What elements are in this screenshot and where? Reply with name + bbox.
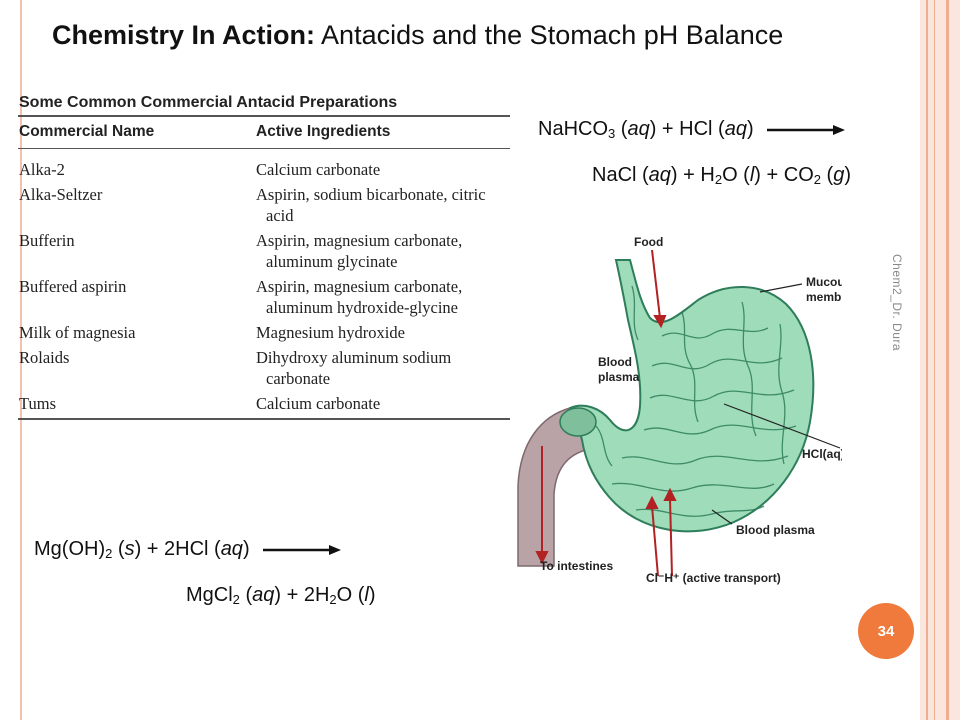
- left-frame-line: [20, 0, 22, 720]
- title-rest: Antacids and the Stomach pH Balance: [315, 20, 784, 50]
- pylorus: [559, 407, 597, 437]
- table-row: Rolaids Dihydroxy aluminum sodium carbon…: [18, 347, 510, 389]
- row-ingredients: Magnesium hydroxide: [256, 323, 405, 342]
- row-name: Rolaids: [19, 348, 70, 367]
- flow-arrows: [535, 249, 677, 577]
- table-caption: Some Common Commercial Antacid Preparati…: [18, 92, 510, 117]
- right-frame-band: [920, 0, 960, 720]
- nahco3-equation-reactants: NaHCO3 (aq) + HCl (aq): [538, 118, 846, 141]
- reaction-arrow-icon: [767, 124, 846, 135]
- label-blood: Blood: [598, 355, 632, 369]
- leader-lines: [711, 283, 841, 525]
- row-ingredients: Aspirin, magnesium carbonate, aluminum g…: [256, 231, 463, 271]
- label-hcl: HCl(aq): [802, 447, 842, 461]
- page-number-badge: 34: [858, 603, 914, 659]
- row-name: Tums: [19, 394, 57, 413]
- table-row: Bufferin Aspirin, magnesium carbonate, a…: [18, 230, 510, 272]
- header-commercial-name: Commercial Name: [19, 123, 155, 140]
- title-bold: Chemistry In Action:: [52, 20, 316, 50]
- row-ingredients: Dihydroxy aluminum sodium carbonate: [256, 348, 452, 388]
- antacid-table: Some Common Commercial Antacid Preparati…: [18, 92, 510, 420]
- mgoh2-equation-products: MgCl2 (aq) + 2H2O (l): [186, 584, 376, 607]
- table-row: Buffered aspirin Aspirin, magnesium carb…: [18, 276, 510, 318]
- label-membrane: membrane: [806, 290, 842, 304]
- row-ingredients: Aspirin, magnesium carbonate, aluminum h…: [256, 277, 463, 317]
- label-ions: Cl⁻H⁺ (active transport): [646, 571, 781, 585]
- label-food: Food: [634, 235, 663, 249]
- label-to-intestines: To intestines: [540, 559, 613, 573]
- table-row: Alka-2 Calcium carbonate: [18, 159, 510, 180]
- row-ingredients: Calcium carbonate: [256, 160, 381, 179]
- table-row: Tums Calcium carbonate: [18, 393, 510, 414]
- author-credit: Chem2_Dr. Dura: [890, 254, 904, 352]
- intestine-shape: [517, 407, 596, 567]
- table-bottom-rule: [18, 418, 510, 420]
- row-name: Milk of magnesia: [19, 323, 136, 342]
- stomach-diagram: Food Mucous membrane Blood plasma HCl(aq…: [517, 235, 842, 585]
- mgoh2-equation-reactants: Mg(OH)2 (s) + 2HCl (aq): [34, 538, 342, 561]
- nahco3-reactants-text: NaHCO3 (aq) + HCl (aq): [538, 118, 754, 141]
- stomach-body: [568, 259, 815, 533]
- mgoh2-reactants-text: Mg(OH)2 (s) + 2HCl (aq): [34, 538, 250, 561]
- label-plasma: plasma: [598, 370, 640, 384]
- label-mucous: Mucous: [806, 275, 842, 289]
- table-row: Milk of magnesia Magnesium hydroxide: [18, 322, 510, 343]
- row-name: Alka-2: [19, 160, 65, 179]
- row-ingredients: Calcium carbonate: [256, 394, 381, 413]
- header-active-ingredients: Active Ingredients: [256, 123, 391, 140]
- stomach-folds: [595, 285, 797, 517]
- label-blood-plasma: Blood plasma: [736, 523, 815, 537]
- reaction-arrow-icon: [263, 544, 342, 555]
- row-ingredients: Aspirin, sodium bicarbonate, citric acid: [256, 185, 486, 225]
- row-name: Alka-Seltzer: [19, 185, 103, 204]
- table-row: Alka-Seltzer Aspirin, sodium bicarbonate…: [18, 184, 510, 226]
- table-header-row: Commercial Name Active Ingredients: [18, 117, 510, 149]
- row-name: Bufferin: [19, 231, 75, 250]
- slide-title: Chemistry In Action: Antacids and the St…: [52, 20, 783, 51]
- row-name: Buffered aspirin: [19, 277, 127, 296]
- nahco3-equation-products: NaCl (aq) + H2O (l) + CO2 (g): [592, 164, 851, 187]
